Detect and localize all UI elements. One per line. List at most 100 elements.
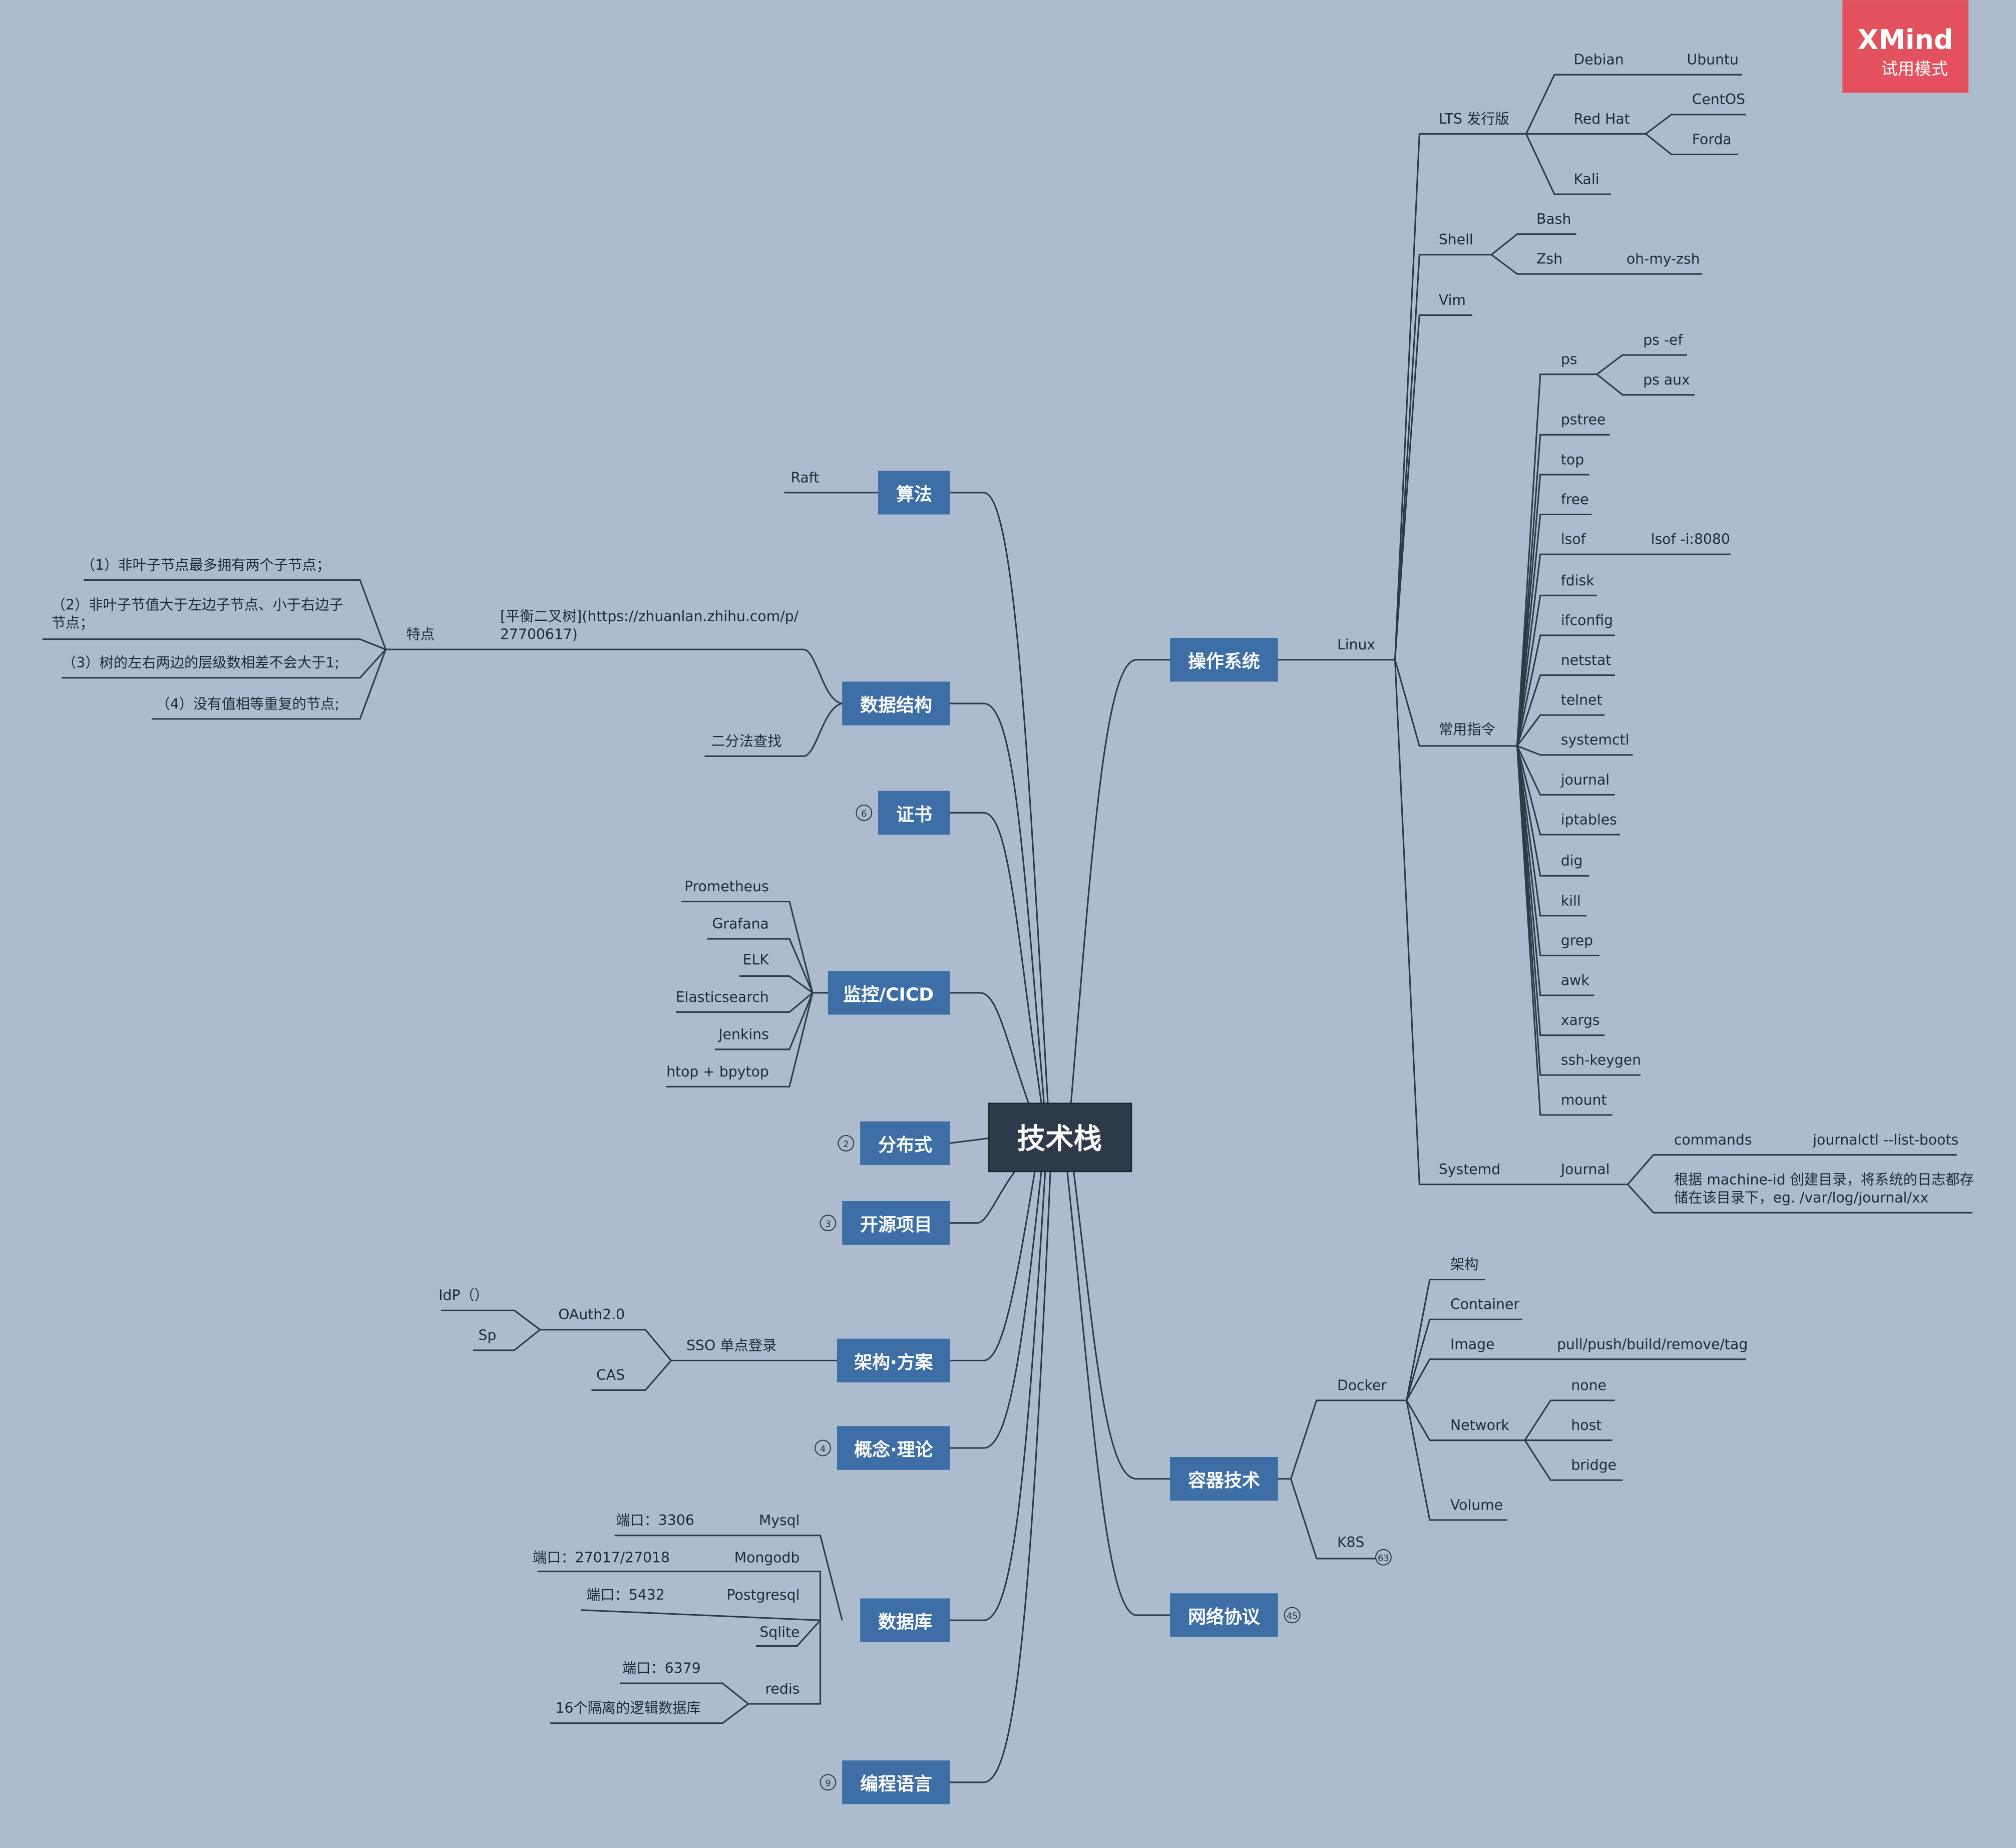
- topic-mysql[interactable]: Mysql: [759, 1512, 800, 1529]
- branch-architecture[interactable]: 架构·方案: [837, 1338, 950, 1383]
- topic-kill[interactable]: kill: [1561, 892, 1581, 909]
- topic-mount[interactable]: mount: [1561, 1091, 1607, 1108]
- topic-sso[interactable]: SSO 单点登录: [686, 1337, 776, 1354]
- topic-shell[interactable]: Shell: [1439, 231, 1473, 248]
- topic-linux[interactable]: Linux: [1337, 636, 1375, 653]
- branch-open-source[interactable]: 开源项目: [842, 1201, 950, 1245]
- topic-kali[interactable]: Kali: [1574, 171, 1599, 187]
- branch-algorithms[interactable]: 算法: [878, 471, 950, 515]
- topic-rule-4[interactable]: （4）没有值相等重复的节点;: [156, 695, 340, 712]
- topic-cas[interactable]: CAS: [596, 1367, 625, 1383]
- topic-ohmyzsh[interactable]: oh-my-zsh: [1627, 251, 1700, 267]
- topic-mongodb[interactable]: Mongodb: [734, 1550, 800, 1566]
- topic-postgresql-port[interactable]: 端口：5432: [586, 1587, 665, 1603]
- topic-elk[interactable]: ELK: [743, 951, 770, 968]
- topic-raft[interactable]: Raft: [790, 469, 819, 486]
- topic-journal-node[interactable]: Journal: [1560, 1161, 1610, 1178]
- topic-zsh[interactable]: Zsh: [1536, 251, 1562, 267]
- topic-idp[interactable]: IdP（）: [439, 1287, 489, 1304]
- topic-vim[interactable]: Vim: [1439, 292, 1466, 308]
- badge-opensource[interactable]: 3: [825, 1219, 831, 1229]
- topic-oauth[interactable]: OAuth2.0: [558, 1306, 625, 1323]
- topic-prometheus[interactable]: Prometheus: [684, 878, 769, 895]
- topic-volume[interactable]: Volume: [1450, 1497, 1503, 1513]
- branch-monitoring[interactable]: 监控/CICD: [828, 971, 950, 1015]
- topic-systemd[interactable]: Systemd: [1439, 1161, 1500, 1178]
- topic-telnet[interactable]: telnet: [1561, 692, 1602, 708]
- topic-rule-2[interactable]: （2）非叶子节值大于左边子节点、小于右边子: [52, 597, 343, 613]
- topic-netstat[interactable]: netstat: [1561, 652, 1611, 668]
- topic-balanced-tree-link[interactable]: [平衡二叉树](https://zhuanlan.zhihu.com/p/: [500, 608, 799, 625]
- branch-os[interactable]: 操作系统: [1170, 638, 1278, 682]
- topic-image[interactable]: Image: [1450, 1336, 1494, 1352]
- topic-fdisk[interactable]: fdisk: [1561, 572, 1594, 589]
- topic-j-list-boots[interactable]: journalctl --list-boots: [1812, 1132, 1958, 1148]
- topic-forda[interactable]: Forda: [1692, 131, 1732, 148]
- topic-bridge[interactable]: bridge: [1571, 1457, 1617, 1473]
- topic-lsof[interactable]: lsof: [1561, 531, 1586, 548]
- topic-commands[interactable]: 常用指令: [1439, 721, 1495, 738]
- topic-k8s[interactable]: K8S: [1337, 1534, 1364, 1551]
- topic-host[interactable]: host: [1571, 1417, 1601, 1433]
- topic-network[interactable]: Network: [1450, 1417, 1510, 1433]
- topic-jenkins[interactable]: Jenkins: [717, 1026, 768, 1042]
- topic-elasticsearch[interactable]: Elasticsearch: [676, 989, 769, 1005]
- topic-sp[interactable]: Sp: [478, 1327, 496, 1343]
- topic-ifconfig[interactable]: ifconfig: [1561, 612, 1613, 628]
- topic-awk[interactable]: awk: [1561, 972, 1589, 988]
- topic-rule-3[interactable]: （3）树的左右两边的层级数相差不会大于1;: [62, 654, 339, 671]
- badge-network[interactable]: 45: [1287, 1611, 1298, 1622]
- topic-j-note[interactable]: 根据 machine-id 创建目录，将系统的日志都存: [1674, 1172, 1974, 1188]
- badge-cert[interactable]: 6: [861, 809, 867, 819]
- topic-iptables[interactable]: iptables: [1561, 811, 1617, 828]
- badge-languages[interactable]: 9: [825, 1778, 831, 1789]
- topic-j-commands[interactable]: commands: [1674, 1132, 1752, 1148]
- topic-dig[interactable]: dig: [1561, 853, 1583, 869]
- branch-certificates[interactable]: 证书: [878, 791, 950, 835]
- badge-concepts[interactable]: 4: [820, 1444, 826, 1454]
- badge-distributed[interactable]: 2: [843, 1139, 849, 1150]
- topic-pstree[interactable]: pstree: [1561, 412, 1605, 428]
- topic-debian[interactable]: Debian: [1574, 52, 1624, 68]
- topic-binary-search[interactable]: 二分法查找: [711, 733, 781, 750]
- topic-none[interactable]: none: [1571, 1377, 1606, 1393]
- topic-mysql-port[interactable]: 端口：3306: [616, 1512, 694, 1529]
- topic-docker[interactable]: Docker: [1337, 1377, 1387, 1393]
- topic-mongodb-port[interactable]: 端口：27017/27018: [533, 1550, 670, 1566]
- topic-redis[interactable]: redis: [765, 1681, 800, 1697]
- branch-network[interactable]: 网络协议: [1170, 1593, 1278, 1637]
- topic-sqlite[interactable]: Sqlite: [759, 1624, 799, 1641]
- topic-centos[interactable]: CentOS: [1692, 91, 1745, 108]
- topic-grep[interactable]: grep: [1561, 932, 1593, 949]
- branch-concepts[interactable]: 概念·理论: [837, 1426, 950, 1470]
- branch-languages[interactable]: 编程语言: [842, 1760, 950, 1804]
- topic-image-cmds[interactable]: pull/push/build/remove/tag: [1557, 1336, 1748, 1352]
- topic-systemctl[interactable]: systemctl: [1561, 731, 1630, 748]
- topic-journal[interactable]: journal: [1560, 772, 1609, 788]
- topic-xargs[interactable]: xargs: [1561, 1012, 1600, 1028]
- topic-htop[interactable]: htop + bpytop: [666, 1063, 769, 1080]
- root-node[interactable]: 技术栈: [988, 1102, 1132, 1173]
- topic-bash[interactable]: Bash: [1536, 211, 1571, 227]
- topic-free[interactable]: free: [1561, 491, 1589, 508]
- branch-data-structures[interactable]: 数据结构: [842, 681, 950, 725]
- topic-ubuntu[interactable]: Ubuntu: [1687, 52, 1739, 68]
- topic-redis-port[interactable]: 端口：6379: [622, 1660, 701, 1676]
- topic-ps[interactable]: ps: [1561, 351, 1577, 367]
- branch-distributed[interactable]: 分布式: [860, 1121, 950, 1166]
- topic-ssh-keygen[interactable]: ssh-keygen: [1561, 1052, 1641, 1068]
- topic-docker-arch[interactable]: 架构: [1450, 1256, 1479, 1273]
- topic-grafana[interactable]: Grafana: [712, 915, 769, 932]
- topic-top[interactable]: top: [1561, 451, 1584, 468]
- topic-ps-ef[interactable]: ps -ef: [1643, 332, 1683, 348]
- topic-lts[interactable]: LTS 发行版: [1439, 111, 1509, 127]
- topic-ps-aux[interactable]: ps aux: [1643, 372, 1690, 388]
- topic-feature[interactable]: 特点: [407, 626, 435, 643]
- topic-redis-db[interactable]: 16个隔离的逻辑数据库: [555, 1700, 700, 1716]
- topic-postgresql[interactable]: Postgresql: [727, 1587, 800, 1603]
- topic-container[interactable]: Container: [1450, 1296, 1519, 1313]
- badge-k8s[interactable]: 63: [1378, 1553, 1389, 1564]
- topic-rule-1[interactable]: （1）非叶子节点最多拥有两个子节点；: [81, 557, 330, 573]
- topic-redhat[interactable]: Red Hat: [1574, 111, 1630, 127]
- branch-containers[interactable]: 容器技术: [1170, 1457, 1278, 1501]
